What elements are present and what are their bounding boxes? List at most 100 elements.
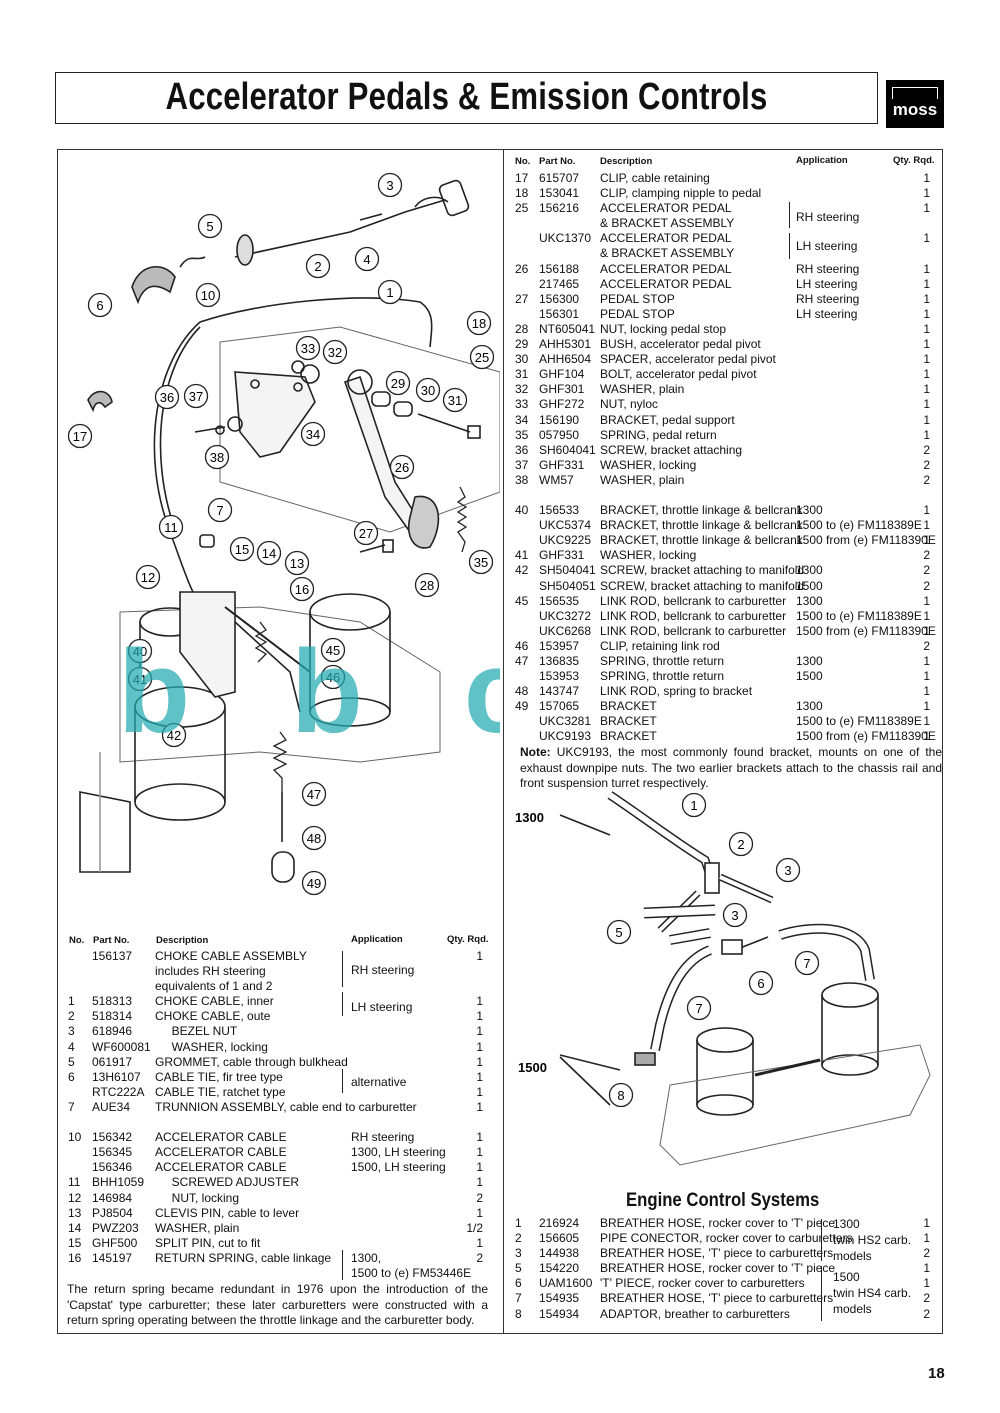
right-group-lh: LH steering <box>796 239 858 253</box>
cell-desc: BEZEL NUT <box>155 1024 238 1039</box>
cell-desc: SPLIT PIN, cut to fit <box>155 1235 261 1250</box>
cell-qty: 1 <box>923 729 930 744</box>
cell-no: 11 <box>68 1175 81 1190</box>
cell-desc: SPRING, throttle return <box>600 654 725 668</box>
svg-text:31: 31 <box>448 393 462 408</box>
svg-text:30: 30 <box>421 383 435 398</box>
cell-qty: 1 <box>923 306 930 321</box>
cell-qty: 1 <box>923 397 930 412</box>
cell-part: UKC3272 <box>539 608 592 623</box>
callout-4: 4 <box>354 246 380 272</box>
cell-desc: SCREWED ADJUSTER <box>155 1175 300 1190</box>
callout-36: 36 <box>154 384 180 410</box>
label-1300: 1300 <box>515 810 544 825</box>
cell-part: AUE34 <box>92 1099 131 1114</box>
svg-text:10: 10 <box>201 288 215 303</box>
cell-app: 1300, <box>351 1250 382 1265</box>
cell-desc: LINK ROD, bellcrank to carburetter <box>600 623 787 638</box>
callout-7: 7 <box>794 950 820 976</box>
cell-part: GHF331 <box>539 548 585 563</box>
callout-5: 5 <box>606 919 632 945</box>
cell-desc: BRACKET, pedal support <box>600 412 735 427</box>
cell-desc: BREATHER HOSE, rocker cover to 'T' piece <box>600 1216 836 1230</box>
cell-qty: 1 <box>923 412 930 427</box>
cell-part: SH504041 <box>539 563 596 578</box>
column-divider <box>503 149 504 1334</box>
cell-qty: 1 <box>923 427 930 442</box>
cell-part: 216924 <box>539 1216 580 1230</box>
cell-app: RH steering <box>796 261 860 276</box>
cell-no: 37 <box>515 457 529 472</box>
cell-qty: 1 <box>923 714 930 729</box>
cell-desc: NUT, locking pedal stop <box>600 321 727 336</box>
svg-text:37: 37 <box>189 389 203 404</box>
cell-desc: PEDAL STOP <box>600 306 675 321</box>
cell-part: UKC9193 <box>539 729 592 744</box>
cell-qty: 1/2 <box>466 1220 483 1235</box>
cell-qty: 1 <box>923 382 930 397</box>
hdr-qty: Qty. Rqd. <box>893 155 935 166</box>
svg-text:4: 4 <box>363 252 370 267</box>
cell-no: 15 <box>68 1235 82 1250</box>
cell-desc: TRUNNION ASSEMBLY, cable end to carburet… <box>155 1099 417 1114</box>
cell-qty: 1 <box>476 1145 483 1160</box>
callout-6: 6 <box>748 970 774 996</box>
cell-qty: 1 <box>923 201 930 216</box>
cell-part: PJ8504 <box>92 1205 133 1220</box>
cell-qty: 1 <box>476 1069 483 1084</box>
cell-desc: LINK ROD, bellcrank to carburetter <box>600 593 787 608</box>
cell-qty: 1 <box>923 1276 930 1291</box>
cell-qty: 1 <box>923 1261 930 1276</box>
cell-no: 2 <box>68 1009 75 1024</box>
callout-12: 12 <box>135 564 161 590</box>
cell-no: 36 <box>515 442 529 457</box>
cell-desc: ACCELERATOR PEDAL <box>600 201 732 216</box>
svg-text:36: 36 <box>160 390 174 405</box>
right-note: Note: UKC9193, the most commonly found b… <box>520 745 942 790</box>
right-group-rh: RH steering <box>796 210 860 224</box>
cell-part: NT605041 <box>539 321 596 336</box>
cell-desc: CHOKE CABLE, oute <box>155 1009 271 1024</box>
cell-desc: ACCELERATOR PEDAL <box>600 276 732 291</box>
cell-part: 156190 <box>539 412 580 427</box>
cell-qty: 1 <box>923 337 930 352</box>
cell-qty: 1 <box>923 171 930 185</box>
cell-app: 1500, LH steering <box>351 1160 446 1175</box>
cell-desc: GROMMET, cable through bulkhead <box>155 1054 348 1069</box>
cell-qty: 2 <box>923 578 930 593</box>
cell-app: 1300 <box>796 699 823 714</box>
svg-text:12: 12 <box>141 570 155 585</box>
cell-qty: 1 <box>476 1130 483 1145</box>
cell-qty: 1 <box>923 1231 930 1246</box>
cell-qty: 1 <box>476 1099 483 1114</box>
cell-desc: BRACKET, throttle linkage & bellcrank <box>600 503 803 518</box>
svg-text:8: 8 <box>617 1088 624 1103</box>
cell-app: LH steering <box>796 306 858 321</box>
cell-desc: WASHER, plain <box>600 472 685 487</box>
cell-desc: SPACER, accelerator pedal pivot <box>600 352 776 367</box>
watermark: b b c s . c h <box>118 626 500 758</box>
callout-29: 29 <box>385 370 411 396</box>
svg-text:16: 16 <box>295 582 309 597</box>
callout-30: 30 <box>415 377 441 403</box>
cell-qty: 2 <box>923 1291 930 1306</box>
callout-49: 49 <box>301 870 327 896</box>
callout-5: 5 <box>197 213 223 239</box>
cell-desc: ACCELERATOR PEDAL <box>600 261 732 276</box>
cell-no: 49 <box>515 699 529 714</box>
svg-text:49: 49 <box>307 876 321 891</box>
cell-desc: CABLE TIE, fir tree type <box>155 1069 283 1084</box>
